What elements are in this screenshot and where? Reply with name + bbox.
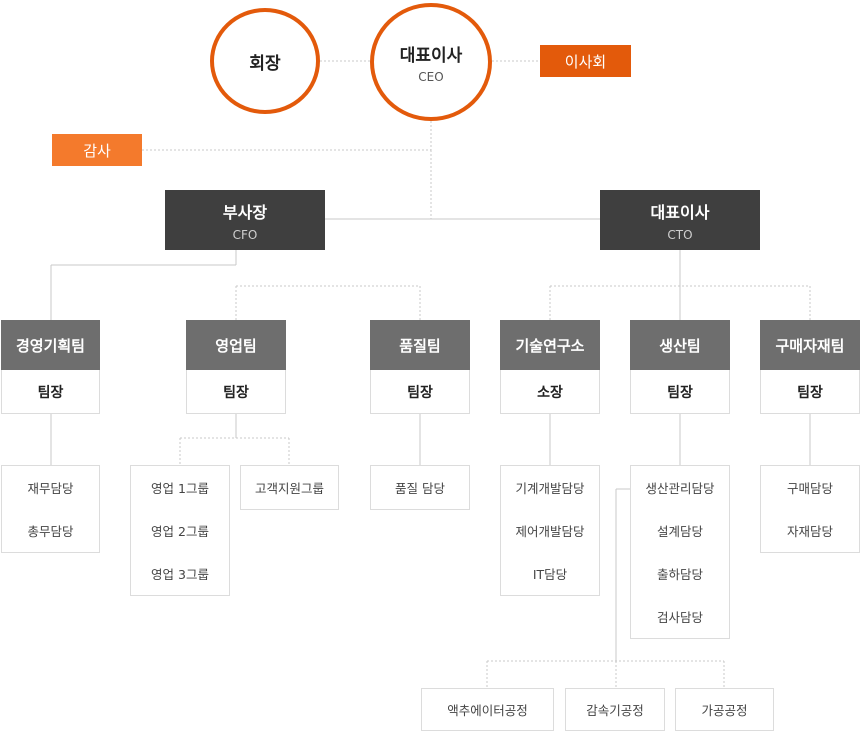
task-item: 영업 2그룹: [151, 524, 209, 539]
team-purchasing: 구매자재팀 팀장: [760, 320, 860, 414]
team-name: 구매자재팀: [760, 320, 860, 370]
tasks-rnd: 기계개발담당 제어개발담당 IT담당: [500, 465, 600, 596]
team-lead: 팀장: [1, 370, 100, 414]
process-label: 액추에이터공정: [447, 703, 528, 718]
board-label: 이사회: [564, 52, 607, 71]
process-label: 감속기공정: [586, 703, 644, 718]
task-item: 영업 3그룹: [151, 567, 209, 582]
cfo-sub: CFO: [232, 227, 258, 242]
task-item: IT담당: [532, 567, 568, 582]
cfo-node: 부사장 CFO: [165, 190, 325, 250]
chairman-node: 회장: [210, 8, 320, 114]
process-label: 가공공정: [701, 703, 748, 718]
task-item: 총무담당: [27, 524, 74, 539]
team-lead: 팀장: [186, 370, 286, 414]
ceo-node: 대표이사 CEO: [370, 3, 492, 121]
tasks-quality: 품질 담당: [370, 465, 470, 510]
team-name: 기술연구소: [500, 320, 600, 370]
cto-sub: CTO: [667, 227, 693, 242]
team-name: 영업팀: [186, 320, 286, 370]
task-item: 고객지원그룹: [254, 481, 324, 496]
team-rnd: 기술연구소 소장: [500, 320, 600, 414]
team-lead: 팀장: [760, 370, 860, 414]
ceo-label: 대표이사: [399, 45, 463, 66]
team-lead: 팀장: [630, 370, 730, 414]
cto-label: 대표이사: [650, 202, 710, 222]
team-production: 생산팀 팀장: [630, 320, 730, 414]
task-item: 생산관리담당: [645, 481, 715, 496]
process-machining: 가공공정: [675, 688, 774, 731]
team-lead: 팀장: [370, 370, 470, 414]
team-sales: 영업팀 팀장: [186, 320, 286, 414]
tasks-purchasing: 구매담당 자재담당: [760, 465, 860, 553]
audit-node: 감사: [52, 134, 142, 166]
team-name: 경영기획팀: [1, 320, 100, 370]
task-item: 재무담당: [27, 481, 74, 496]
task-item: 자재담당: [786, 524, 833, 539]
tasks-sales: 영업 1그룹 영업 2그룹 영업 3그룹: [130, 465, 230, 596]
process-actuator: 액추에이터공정: [421, 688, 554, 731]
task-item: 영업 1그룹: [151, 481, 209, 496]
team-name: 생산팀: [630, 320, 730, 370]
task-item: 기계개발담당: [515, 481, 585, 496]
task-item: 출하담당: [656, 567, 703, 582]
chairman-label: 회장: [249, 53, 281, 74]
cto-node: 대표이사 CTO: [600, 190, 760, 250]
process-reducer: 감속기공정: [565, 688, 665, 731]
team-name: 품질팀: [370, 320, 470, 370]
team-lead: 소장: [500, 370, 600, 414]
ceo-sub: CEO: [418, 69, 444, 84]
tasks-production: 생산관리담당 설계담당 출하담당 검사담당: [630, 465, 730, 639]
audit-label: 감사: [83, 141, 111, 160]
cfo-label: 부사장: [222, 202, 268, 222]
board-node: 이사회: [540, 45, 631, 77]
task-item: 구매담당: [786, 481, 833, 496]
team-quality: 품질팀 팀장: [370, 320, 470, 414]
task-item: 설계담당: [656, 524, 703, 539]
task-item: 검사담당: [656, 610, 703, 625]
task-item: 품질 담당: [395, 481, 445, 496]
tasks-management-planning: 재무담당 총무담당: [1, 465, 100, 553]
tasks-customer-support: 고객지원그룹: [240, 465, 339, 510]
team-management-planning: 경영기획팀 팀장: [1, 320, 100, 414]
task-item: 제어개발담당: [515, 524, 585, 539]
